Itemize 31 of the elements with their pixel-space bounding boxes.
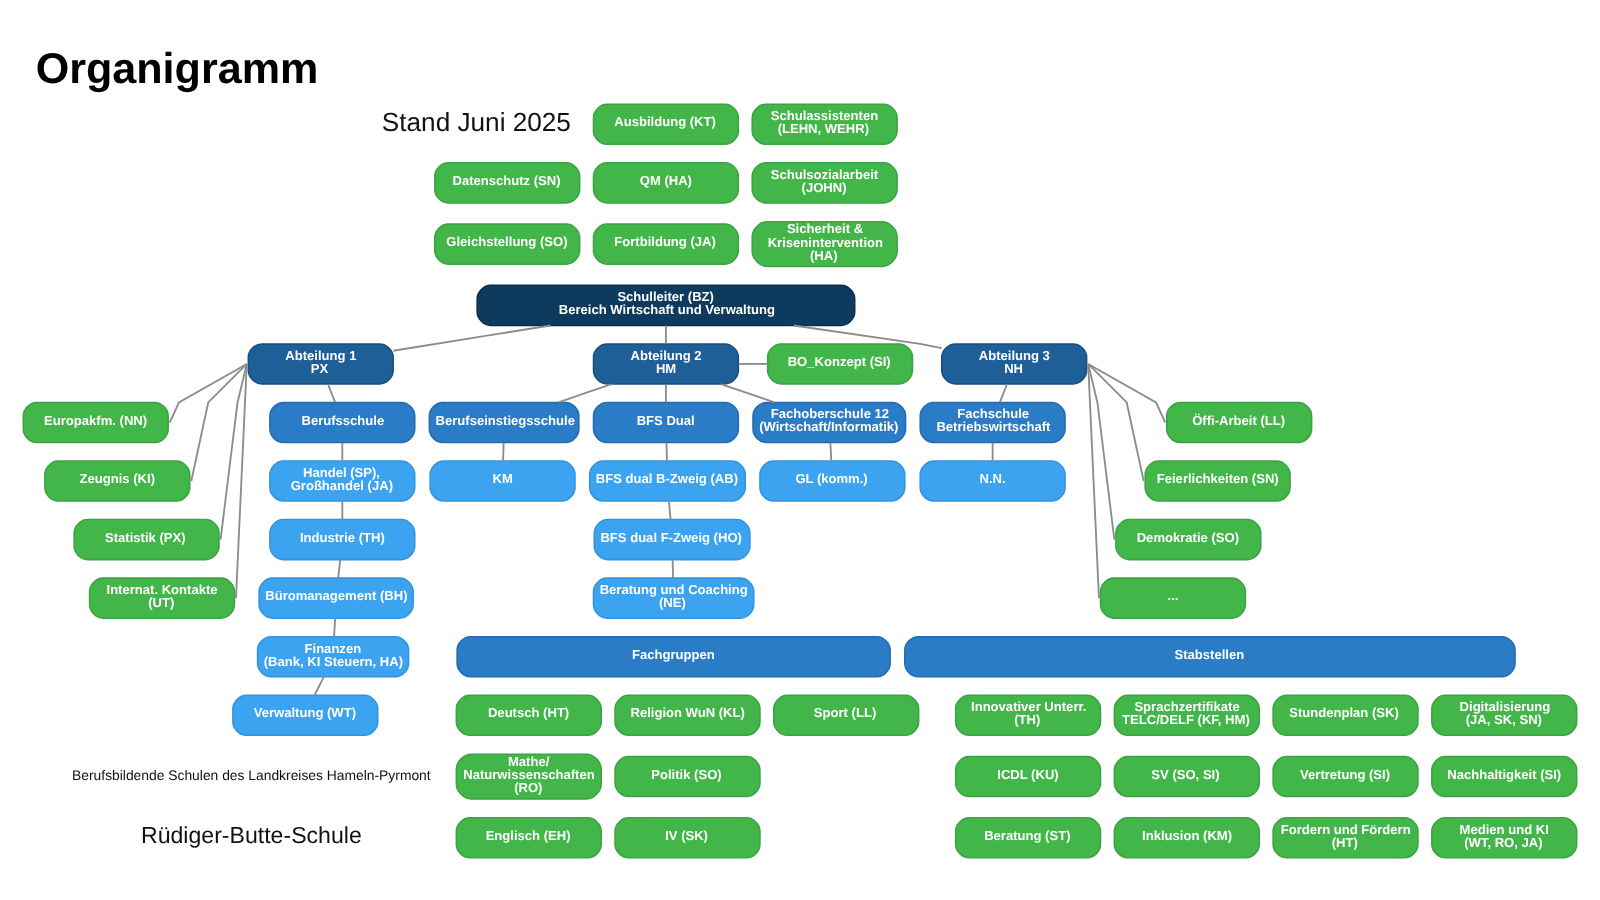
connector xyxy=(327,382,336,403)
label: Stand Juni 2025 xyxy=(381,105,571,136)
connector xyxy=(235,362,248,599)
connector xyxy=(337,558,342,578)
connector xyxy=(1087,362,1116,540)
connector xyxy=(190,362,248,481)
connector xyxy=(341,499,344,520)
connector xyxy=(333,616,337,637)
connector xyxy=(341,440,344,461)
connector xyxy=(219,362,248,540)
connector xyxy=(719,382,776,403)
connector xyxy=(668,499,672,520)
connector xyxy=(665,382,667,403)
connector xyxy=(557,382,613,403)
connector xyxy=(313,675,325,695)
connector xyxy=(792,323,943,348)
connector xyxy=(392,323,552,351)
connector xyxy=(671,558,675,578)
connector xyxy=(829,440,833,461)
connector xyxy=(999,382,1008,403)
connector xyxy=(1087,362,1167,423)
connector xyxy=(502,440,505,461)
connector xyxy=(1087,362,1100,599)
connector xyxy=(991,440,994,461)
connector xyxy=(665,440,668,461)
connector xyxy=(665,323,667,344)
diagram-title: Organigramm xyxy=(35,42,319,93)
connector xyxy=(1087,362,1145,481)
connector xyxy=(168,362,248,423)
label: Rüdiger-Butte-Schule xyxy=(140,824,362,849)
connector xyxy=(737,362,769,364)
